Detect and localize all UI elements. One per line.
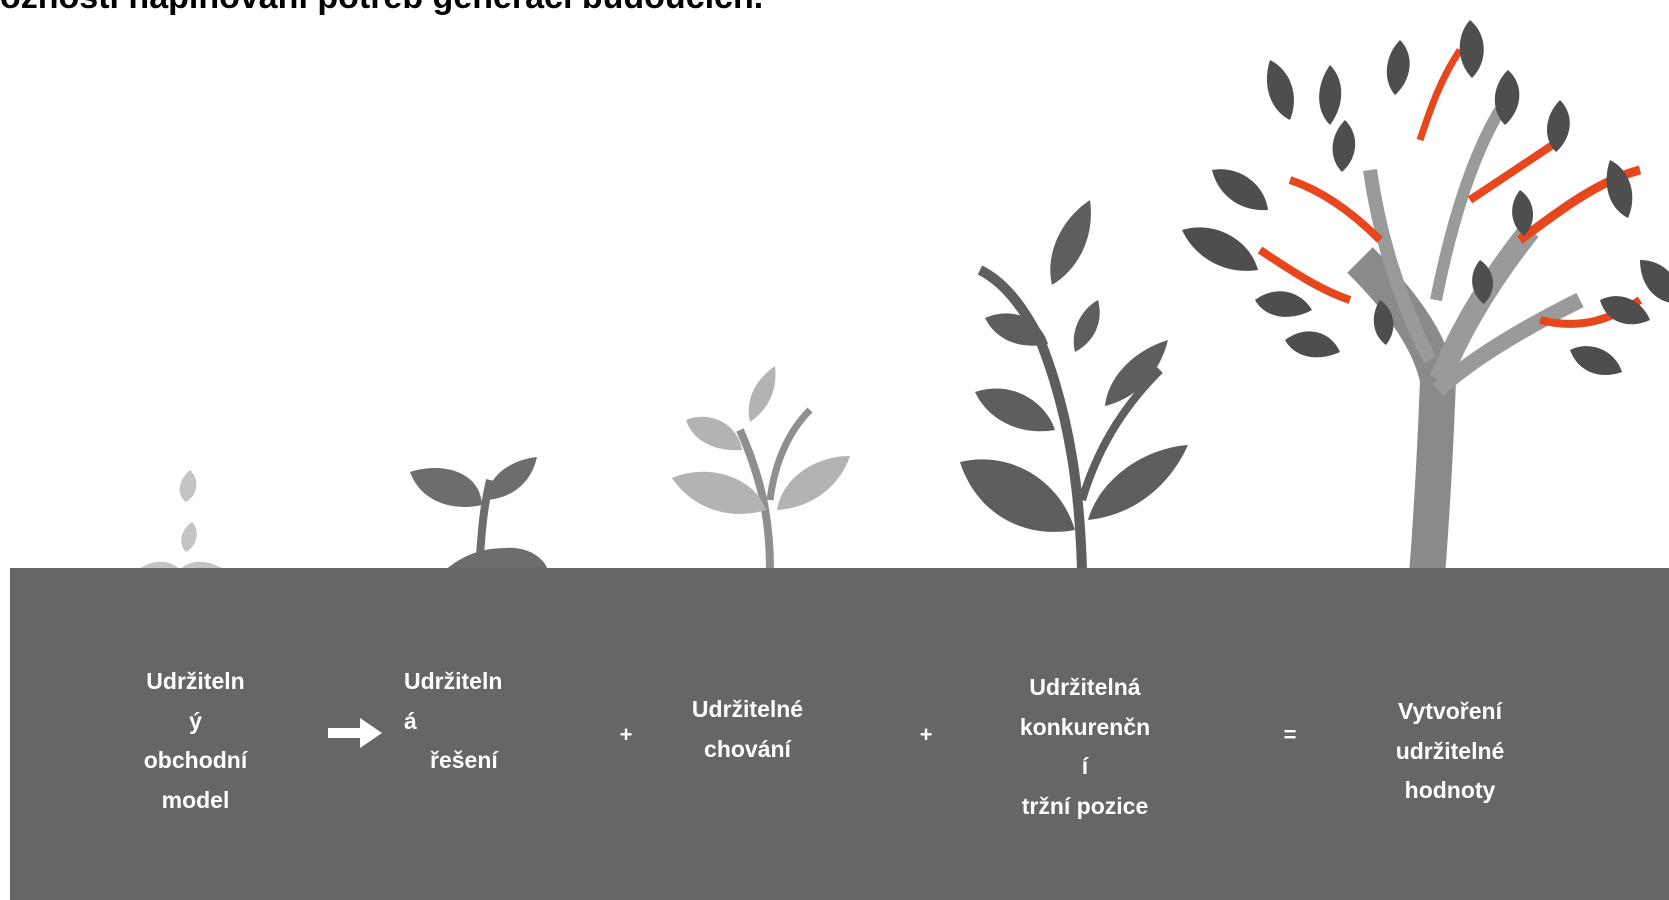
equals-operator: = (1283, 722, 1297, 747)
plus-operator-1: + (619, 722, 633, 747)
stage-label-business-model: Udržiteln ý obchodní model (143, 668, 248, 813)
sprout-icon (410, 457, 548, 570)
right-arrow-icon (328, 718, 382, 748)
stage-label-value-creation: Vytvoření udržitelné hodnoty (1395, 698, 1505, 804)
stage-label-solution: Udržiteln á řešení (404, 668, 503, 774)
page-title: ožnosti naplňování potřeb generací budou… (0, 0, 1000, 17)
stage-label-market-position: Udržitelná konkurenčn í tržní pozice (1019, 674, 1151, 819)
plus-operator-2: + (919, 722, 933, 747)
tree-icon (1182, 20, 1669, 602)
ground-band (10, 568, 1669, 900)
young-plant-icon (672, 366, 850, 571)
stage-label-behavior: Udržitelné chování (691, 696, 804, 762)
growing-plant-icon (960, 200, 1188, 571)
